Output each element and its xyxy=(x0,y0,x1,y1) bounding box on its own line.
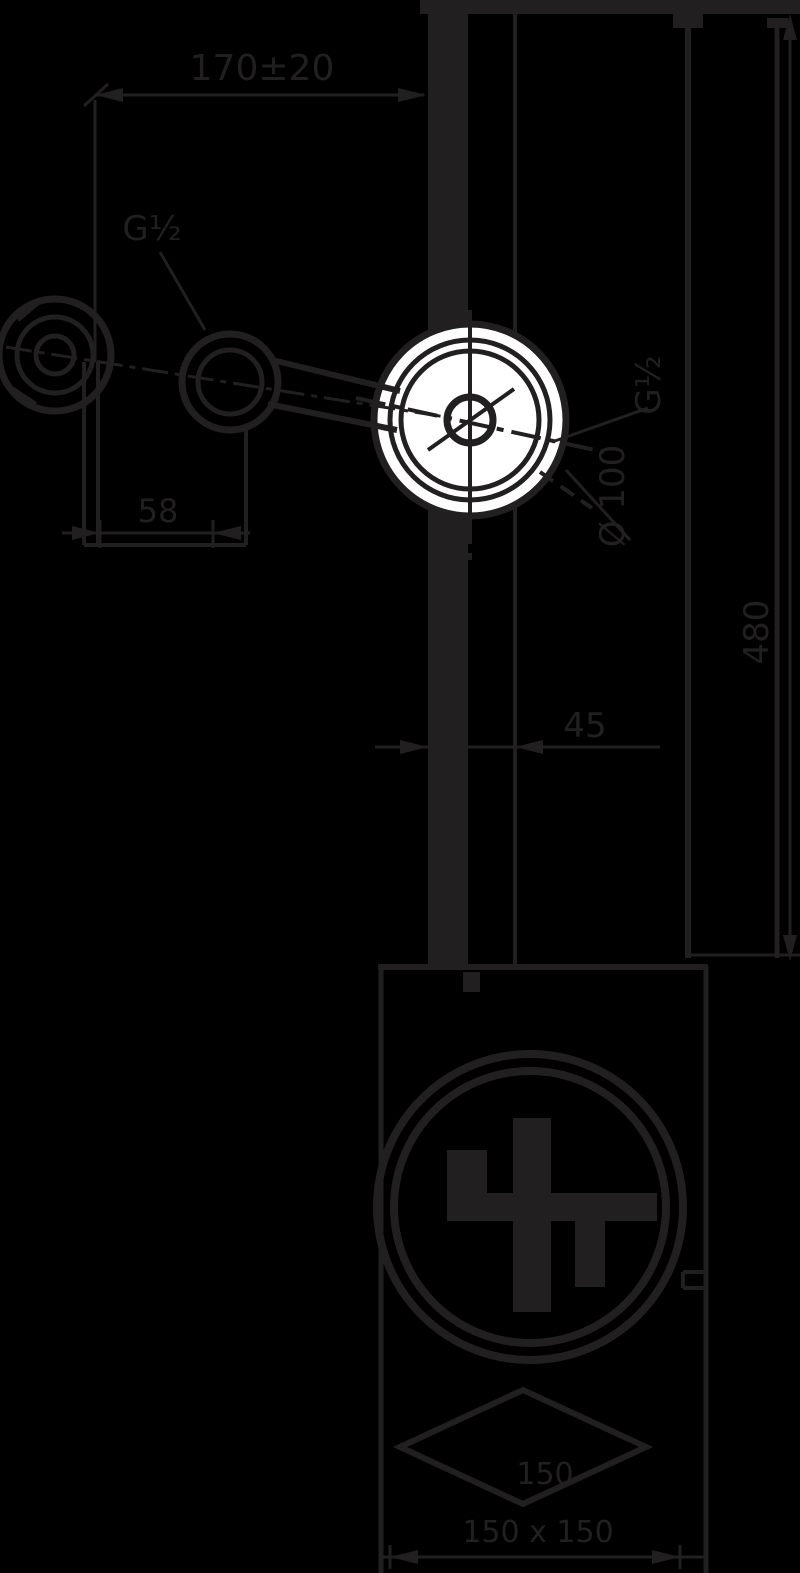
fitting-body-inner xyxy=(33,333,77,377)
arrow-up-icon xyxy=(783,14,797,40)
logo-outer-circle xyxy=(373,1050,687,1364)
connection-pipe-bottom xyxy=(267,401,398,433)
thread-size-label: G½ xyxy=(122,209,181,249)
escutcheon-front-view xyxy=(355,310,605,560)
wall-distance-dimension: 45 xyxy=(375,706,660,754)
top-offset-label: 170±20 xyxy=(190,48,335,89)
ceiling-section xyxy=(420,0,800,14)
arrow-left-icon xyxy=(515,740,543,754)
leader-line xyxy=(564,468,632,542)
top-offset-dimension: 170±20 xyxy=(82,48,426,362)
logo-h-crossbar xyxy=(447,1193,657,1221)
hatch-line xyxy=(10,386,38,406)
arrow-right-icon xyxy=(398,88,426,102)
logo-inner-circle xyxy=(390,1067,670,1347)
pipe-stub-tick xyxy=(463,972,480,992)
fitting-side-section: G½ 58 xyxy=(0,209,453,548)
wall-distance-label: 45 xyxy=(563,706,606,746)
arrow-left-icon xyxy=(390,1550,418,1564)
arrow-right-icon xyxy=(400,740,428,754)
hansgrohe-logo-icon xyxy=(373,1050,687,1364)
hatch-line xyxy=(16,298,44,322)
installation-box-front-view: 150 150 x 150 xyxy=(373,964,709,1573)
arrow-down-icon xyxy=(783,935,797,961)
thread-leader-line xyxy=(158,251,207,331)
diamond-size-label: 150 xyxy=(516,1457,573,1492)
section-trace-line xyxy=(426,387,516,452)
leader-line xyxy=(551,406,649,444)
dim-slash-tick xyxy=(82,82,110,108)
arrow-right-icon xyxy=(72,526,100,540)
logo-h-left-block xyxy=(447,1150,487,1193)
horizontal-centerline xyxy=(355,396,605,454)
escutcheon-diameter-label: Ø 100 xyxy=(593,445,633,547)
union-nut-inner xyxy=(195,347,265,417)
box-footprint-label: 150 x 150 xyxy=(462,1515,613,1550)
diamond-marker xyxy=(392,1386,654,1508)
fitting-body-mid xyxy=(14,314,96,396)
fitting-centerline xyxy=(5,345,453,420)
right-annotation-labels: G½ Ø 100 xyxy=(551,355,669,547)
union-nut xyxy=(178,330,282,434)
outlet-thread-label: G½ xyxy=(629,355,669,414)
logo-h-right-block xyxy=(575,1221,605,1287)
trace-dash xyxy=(538,470,594,510)
arrow-left-icon xyxy=(95,88,123,102)
plate-width-label: 58 xyxy=(138,492,179,530)
fitting-body-outer xyxy=(0,295,115,415)
arrow-left-icon xyxy=(213,526,241,540)
total-height-label: 480 xyxy=(737,600,777,665)
connection-pipe-top xyxy=(271,357,401,394)
arrow-right-icon xyxy=(652,1550,680,1564)
